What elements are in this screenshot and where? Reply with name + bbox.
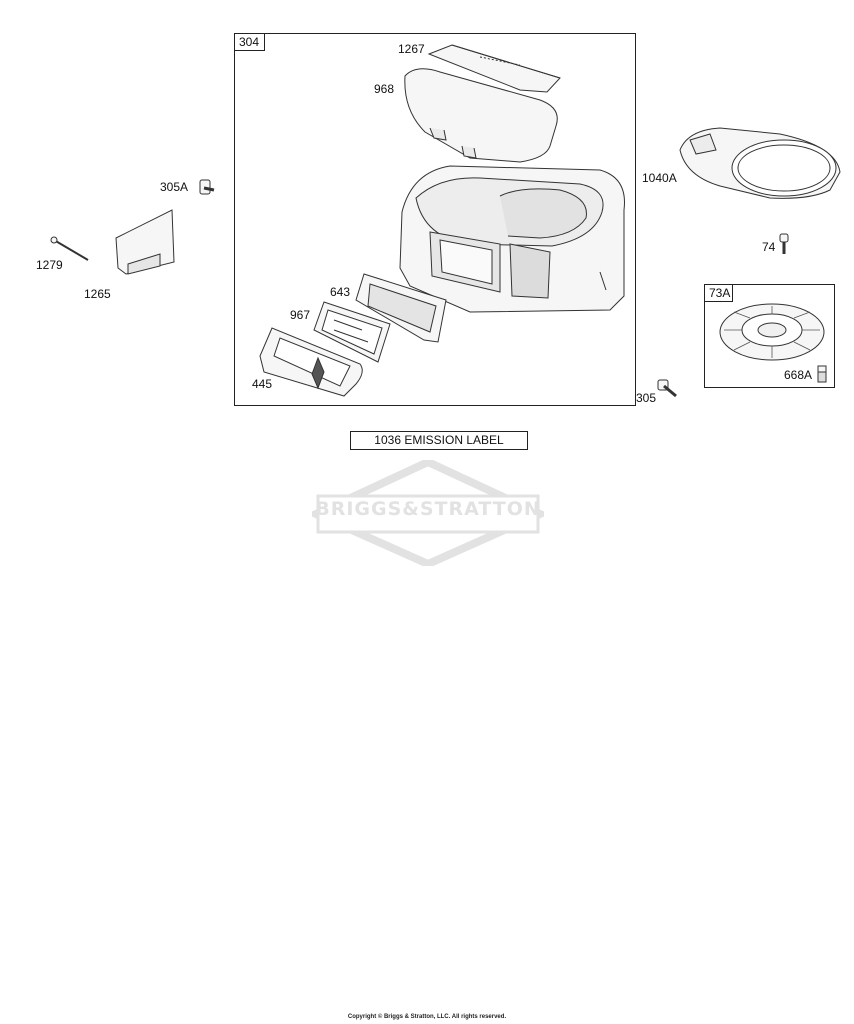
label-445: 445 bbox=[252, 377, 273, 391]
part-668A-screw[interactable] bbox=[817, 365, 827, 383]
part-445-side-cover[interactable] bbox=[259, 327, 363, 397]
part-967-info-panel[interactable] bbox=[313, 301, 391, 363]
part-1279-screw[interactable] bbox=[50, 236, 89, 261]
label-643: 643 bbox=[330, 285, 351, 299]
label-305A: 305A bbox=[160, 180, 189, 194]
part-304-air-cleaner-housing[interactable] bbox=[399, 165, 625, 313]
main-box-tag: 304 bbox=[234, 33, 265, 51]
brand-watermark-logo: BRIGGS&STRATTON bbox=[306, 457, 550, 569]
part-1267-filter-cover[interactable] bbox=[427, 44, 561, 93]
inset-assembly-box bbox=[704, 284, 835, 388]
label-1279: 1279 bbox=[36, 258, 63, 272]
part-1040A-housing-cover[interactable] bbox=[679, 127, 841, 199]
part-643-bracket[interactable] bbox=[355, 273, 447, 343]
label-668A: 668A bbox=[784, 368, 813, 382]
label-967: 967 bbox=[290, 308, 311, 322]
part-305-screw[interactable] bbox=[657, 379, 677, 398]
emission-label-box: 1036 EMISSION LABEL bbox=[350, 431, 528, 450]
copyright-notice: Copyright © Briggs & Stratton, LLC. All … bbox=[347, 1014, 507, 1020]
part-968-air-filter[interactable] bbox=[404, 68, 558, 163]
label-968: 968 bbox=[374, 82, 395, 96]
watermark-text: BRIGGS&STRATTON bbox=[315, 498, 541, 520]
part-73A-rotating-screen[interactable] bbox=[719, 303, 825, 361]
label-1265: 1265 bbox=[84, 287, 111, 301]
part-305A-screw[interactable] bbox=[199, 179, 215, 195]
main-assembly-box bbox=[234, 33, 636, 406]
inset-box-tag: 73A bbox=[704, 284, 733, 302]
label-74: 74 bbox=[762, 240, 776, 254]
label-1040A: 1040A bbox=[642, 171, 677, 185]
part-1265-shield[interactable] bbox=[115, 209, 175, 275]
label-1267: 1267 bbox=[398, 42, 425, 56]
part-74-screw[interactable] bbox=[779, 233, 789, 254]
label-305: 305 bbox=[636, 391, 657, 405]
